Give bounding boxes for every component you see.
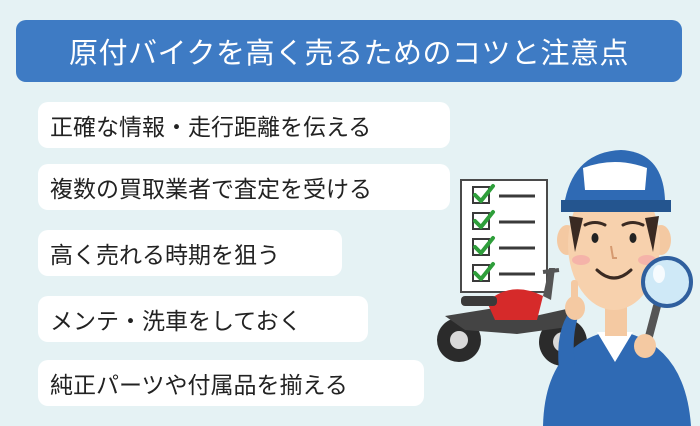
- motorcycle-icon: [437, 268, 587, 366]
- tip-item: 複数の買取業者で査定を受ける: [38, 164, 450, 210]
- tip-item: 高く売れる時期を狙う: [38, 230, 342, 276]
- checklist-icon: [460, 179, 548, 293]
- tip-label: 純正パーツや付属品を揃える: [50, 373, 348, 399]
- tip-item: 正確な情報・走行距離を伝える: [38, 102, 450, 148]
- tip-label: 正確な情報・走行距離を伝える: [50, 115, 372, 141]
- mechanic-icon: [543, 150, 691, 426]
- tip-label: 高く売れる時期を狙う: [50, 243, 280, 269]
- tip-label: 複数の買取業者で査定を受ける: [50, 177, 372, 203]
- title-banner: 原付バイクを高く売るためのコツと注意点: [16, 20, 682, 82]
- tip-item: 純正パーツや付属品を揃える: [38, 360, 424, 406]
- magnifying-glass-icon: [634, 256, 693, 358]
- tip-label: メンテ・洗車をしておく: [50, 309, 302, 335]
- page-title: 原付バイクを高く売るためのコツと注意点: [69, 36, 629, 70]
- tip-item: メンテ・洗車をしておく: [38, 296, 368, 342]
- mechanic-illustration: [437, 150, 693, 426]
